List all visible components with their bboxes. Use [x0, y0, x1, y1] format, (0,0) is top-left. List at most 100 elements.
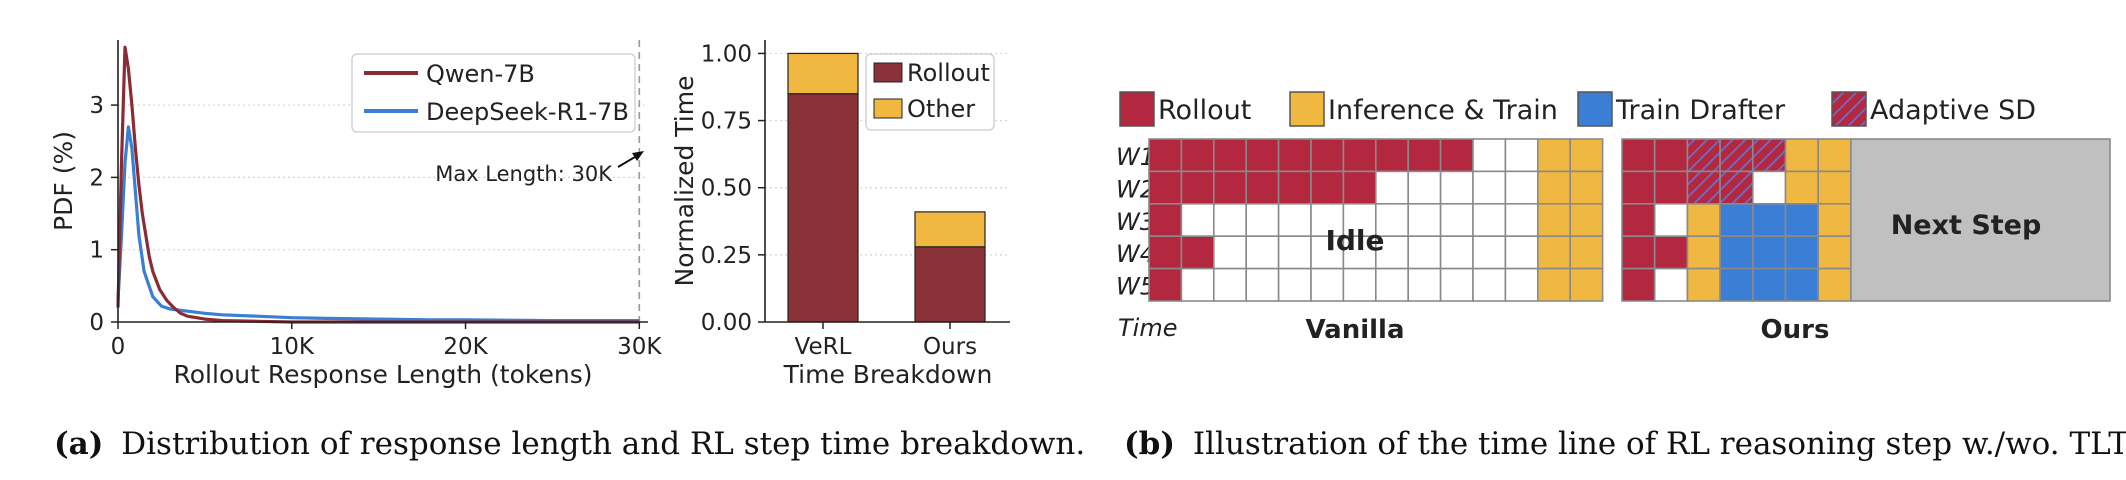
inference-train-cell	[1569, 170, 1604, 205]
bar-chart-legend: Rollout Other	[865, 53, 995, 131]
idle-cell	[1277, 203, 1312, 238]
line-x-tick-label: 30K	[617, 334, 662, 360]
idle-cell	[1439, 267, 1474, 302]
timeline-diagram: Rollout Inference & Train Train Drafter Ada…	[1116, 91, 2111, 345]
rollout-cell	[1245, 170, 1280, 205]
diagram-legend-label: Rollout	[1158, 95, 1251, 126]
idle-cell	[1342, 267, 1377, 302]
rollout-cell	[1180, 170, 1215, 205]
adaptive-sd-cell	[1686, 170, 1721, 205]
rollout-cell	[1375, 138, 1410, 173]
train-drafter-cell	[1752, 203, 1787, 238]
diagram-legend-label: Adaptive SD	[1870, 95, 2036, 126]
rollout-cell	[1148, 170, 1183, 205]
bar-chart-ylabel: Normalized Time	[670, 76, 699, 287]
bar-category-label: Ours	[923, 334, 977, 360]
rollout-cell	[1407, 138, 1442, 173]
line-chart-xlabel: Rollout Response Length (tokens)	[174, 360, 593, 389]
idle-cell	[1407, 170, 1442, 205]
idle-cell	[1180, 267, 1215, 302]
train-drafter-cell	[1784, 235, 1820, 270]
rollout-cell	[1621, 138, 1656, 173]
rollout-cell	[1148, 138, 1183, 173]
inference-train-cell	[1537, 138, 1572, 173]
caption-a-tag: (a)	[54, 426, 103, 462]
bar-ours-other	[914, 211, 986, 248]
bar-y-tick-label: 0.00	[701, 310, 752, 336]
legend-label-rollout: Rollout	[907, 59, 990, 87]
caption-b: (b) Illustration of the time line of RL …	[1124, 426, 2126, 462]
idle-cell	[1472, 138, 1507, 173]
adaptive-sd-cell	[1752, 138, 1787, 173]
line-chart-ylabel: PDF (%)	[49, 131, 78, 231]
idle-cell	[1375, 170, 1410, 205]
idle-cell	[1407, 203, 1442, 238]
max-length-annotation: Max Length: 30K	[435, 162, 613, 186]
line-x-tick-label: 10K	[270, 334, 315, 360]
train-drafter-cell	[1752, 235, 1787, 270]
idle-cell	[1407, 235, 1442, 270]
inference-train-cell	[1686, 267, 1721, 302]
legend-swatch-other	[873, 98, 903, 119]
legend-label-qwen: Qwen-7B	[426, 60, 535, 88]
idle-cell	[1245, 235, 1280, 270]
inference-train-cell	[1569, 138, 1604, 173]
idle-cell	[1213, 267, 1248, 302]
train-drafter-cell	[1784, 203, 1820, 238]
caption-b-tag: (b)	[1124, 426, 1175, 462]
rollout-cell	[1342, 170, 1377, 205]
rollout-cell	[1213, 138, 1248, 173]
rollout-cell	[1621, 267, 1656, 302]
bar-category-label: VeRL	[795, 334, 852, 360]
legend-label-other: Other	[907, 95, 975, 123]
series-line-deepseek	[116, 125, 640, 323]
diagram-legend-label: Train Drafter	[1615, 95, 1786, 126]
train-drafter-cell	[1719, 267, 1754, 302]
line-x-tick-label: 0	[111, 334, 126, 360]
ours-label: Ours	[1761, 315, 1830, 345]
caption-b-text: Illustration of the time line of RL reas…	[1193, 426, 2126, 462]
inference-train-cell	[1537, 170, 1572, 205]
annotation-arrow-head	[632, 151, 644, 161]
bar-y-tick-label: 1.00	[701, 41, 752, 67]
adaptive-sd-cell	[1719, 138, 1754, 173]
train-drafter-cell	[1784, 267, 1820, 302]
inference-train-cell	[1537, 267, 1572, 302]
inference-train-cell	[1569, 203, 1604, 238]
adaptive-sd-cell	[1686, 138, 1721, 173]
idle-cell	[1439, 203, 1474, 238]
vanilla-label: Vanilla	[1305, 315, 1404, 345]
inference-train-cell	[1686, 235, 1721, 270]
bar-y-tick-label: 0.75	[701, 109, 752, 135]
bar-y-tick-label: 0.25	[701, 243, 752, 269]
train-drafter-cell	[1719, 203, 1754, 238]
rollout-cell	[1310, 138, 1345, 173]
rollout-cell	[1653, 138, 1689, 173]
diagram-legend-label: Inference & Train	[1328, 95, 1558, 126]
line-x-tick-label: 20K	[443, 334, 488, 360]
rollout-cell	[1245, 138, 1280, 173]
idle-cell	[1375, 235, 1410, 270]
rollout-cell	[1180, 235, 1215, 270]
idle-cell	[1472, 235, 1507, 270]
rollout-cell	[1277, 170, 1312, 205]
line-y-tick-label: 2	[89, 165, 104, 191]
inference-train-cell	[1817, 267, 1852, 302]
idle-cell	[1504, 203, 1539, 238]
rollout-cell	[1653, 235, 1689, 270]
idle-cell	[1277, 267, 1312, 302]
idle-cell	[1245, 267, 1280, 302]
inference-train-cell	[1569, 267, 1604, 302]
inference-train-cell	[1537, 235, 1572, 270]
rollout-cell	[1653, 170, 1689, 205]
inference-train-cell	[1817, 235, 1852, 270]
idle-cell	[1213, 235, 1248, 270]
rollout-cell	[1310, 170, 1345, 205]
next-step-block	[1850, 138, 2111, 302]
inference-train-cell	[1817, 170, 1852, 205]
idle-cell	[1472, 267, 1507, 302]
idle-cell	[1439, 170, 1474, 205]
line-y-tick-label: 1	[89, 238, 104, 264]
